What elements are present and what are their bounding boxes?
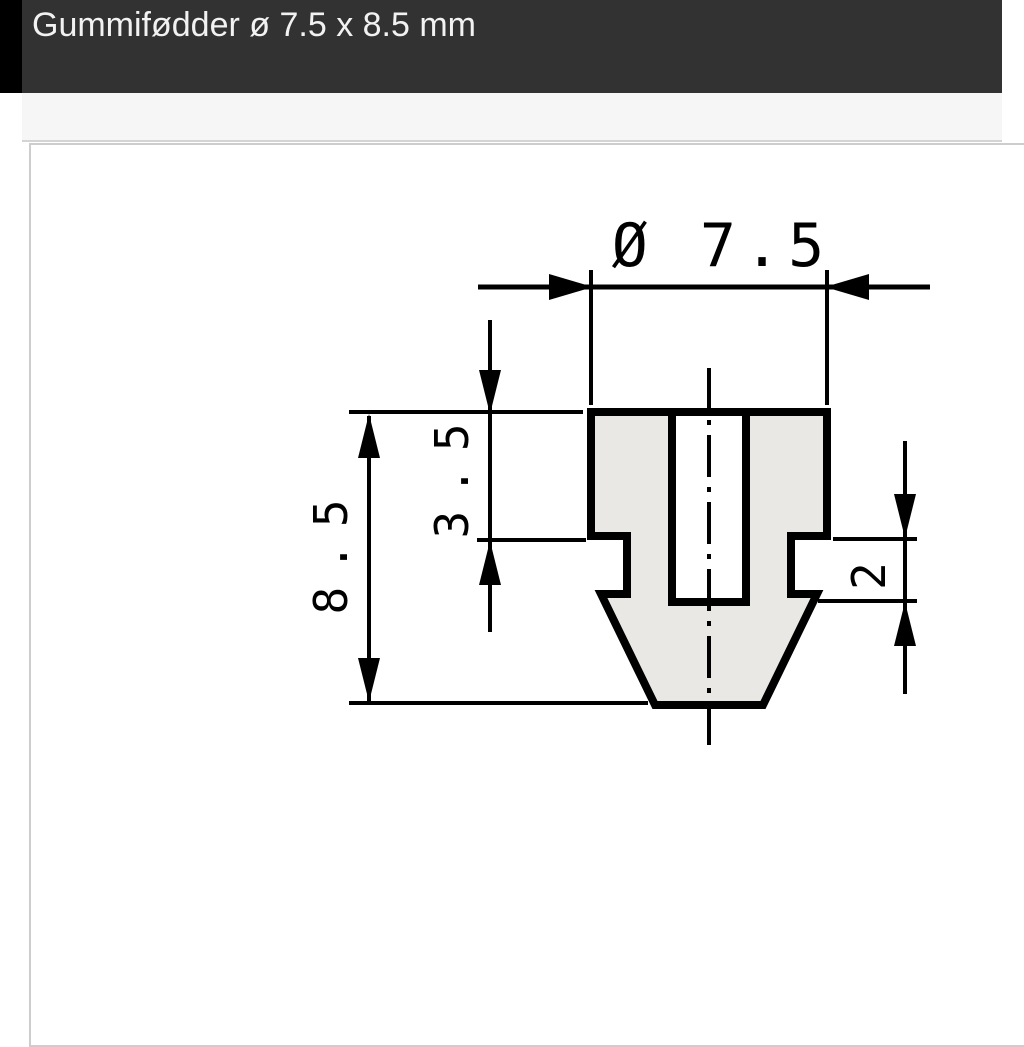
dim-inner-arrow-up <box>479 541 501 585</box>
technical-drawing: Ø 7.5 8.5 3.5 2 <box>304 211 930 748</box>
dim-height-label: 8.5 <box>304 483 358 614</box>
page-title: Gummifødder ø 7.5 x 8.5 mm <box>32 6 476 44</box>
dim-groove-arrow-down <box>894 494 916 538</box>
dim-inner-arrow-down <box>479 370 501 414</box>
dim-height-arrow-top <box>358 414 380 458</box>
dim-height-arrow-bottom <box>358 658 380 702</box>
dim-diameter-arrow-right <box>825 274 869 300</box>
page-header: Gummifødder ø 7.5 x 8.5 mm <box>22 0 1002 93</box>
left-black-strip <box>0 0 22 93</box>
toolbar-strip <box>22 93 1002 142</box>
dim-groove-arrow-up <box>894 602 916 646</box>
dim-inner-label: 3.5 <box>425 407 479 538</box>
dim-groove-label: 2 <box>842 552 896 590</box>
dim-diameter-label: Ø 7.5 <box>612 211 833 281</box>
dim-diameter-arrow-left <box>549 274 593 300</box>
